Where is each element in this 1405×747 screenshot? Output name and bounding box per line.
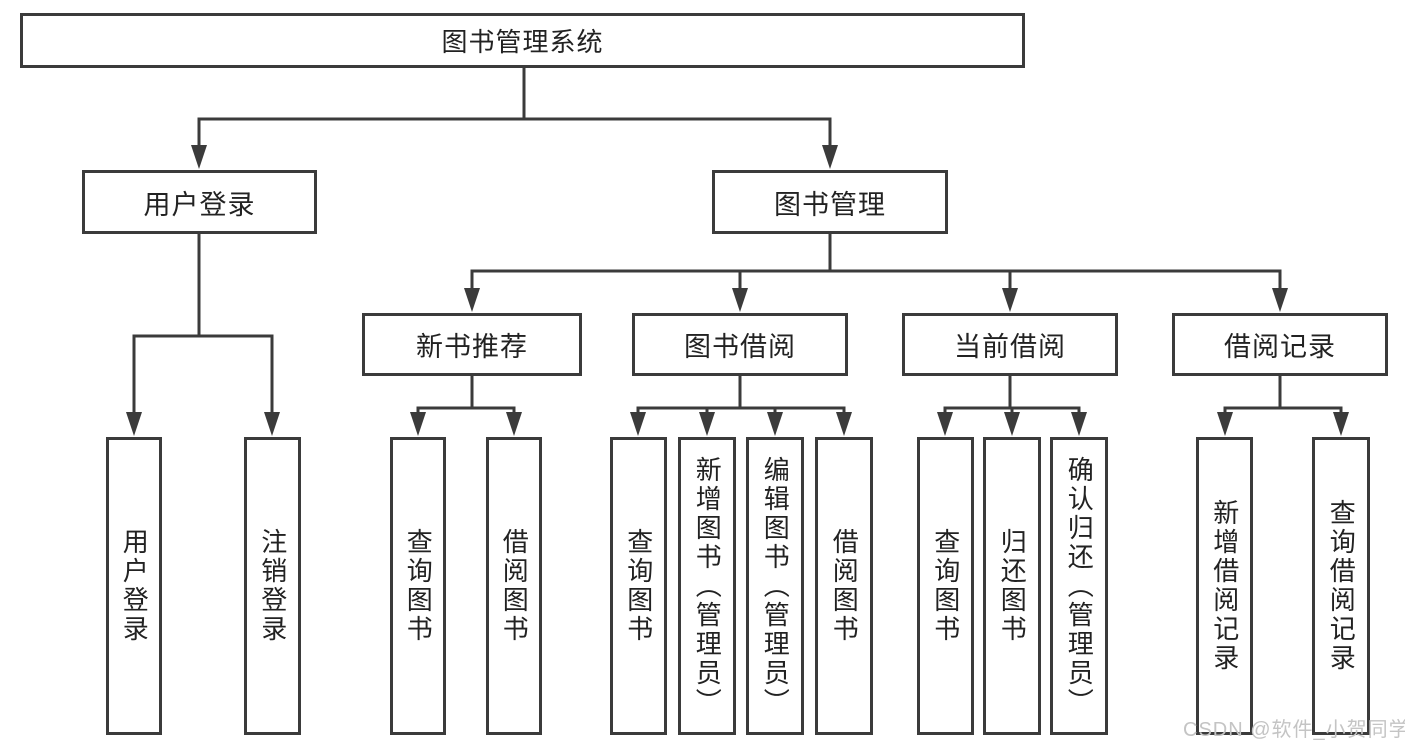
node-label: 编辑图书（管理员） <box>760 455 791 717</box>
node-logout: 注销登录 <box>244 437 301 735</box>
node-label: 归还图书 <box>997 528 1028 644</box>
node-new-book-recommendation: 新书推荐 <box>362 313 582 376</box>
node-label: 借阅记录 <box>1224 332 1336 362</box>
node-edit-book-admin: 编辑图书（管理员） <box>746 437 804 735</box>
node-query-borrow-record: 查询借阅记录 <box>1312 437 1370 735</box>
node-label: 借阅图书 <box>829 528 860 644</box>
node-query-books-current: 查询图书 <box>917 437 974 735</box>
node-label: 查询图书 <box>403 528 434 644</box>
node-label: 确认归还（管理员） <box>1064 455 1095 717</box>
node-user-login-leaf: 用户登录 <box>106 437 162 735</box>
node-current-borrowing: 当前借阅 <box>902 313 1118 376</box>
node-label: 新书推荐 <box>416 332 528 362</box>
watermark: CSDN @软件_小贺同学 <box>1183 719 1405 741</box>
node-add-book-admin: 新增图书（管理员） <box>678 437 736 735</box>
node-label: 当前借阅 <box>954 332 1066 362</box>
node-book-management: 图书管理 <box>712 170 948 234</box>
node-return-book: 归还图书 <box>983 437 1041 735</box>
node-label: 图书借阅 <box>684 332 796 362</box>
node-label: 注销登录 <box>257 528 288 644</box>
node-label: 图书管理系统 <box>441 27 604 57</box>
node-label: 查询借阅记录 <box>1326 499 1357 673</box>
node-user-login: 用户登录 <box>82 170 317 234</box>
node-label: 新增借阅记录 <box>1209 499 1240 673</box>
node-borrow-books-recommend: 借阅图书 <box>486 437 542 735</box>
node-book-borrowing: 图书借阅 <box>632 313 848 376</box>
node-label: 新增图书（管理员） <box>692 455 723 717</box>
node-label: 图书管理 <box>774 189 886 220</box>
arrowheads-path <box>126 145 1349 436</box>
connector-stroke-path <box>132 68 1343 414</box>
node-label: 用户登录 <box>143 189 256 220</box>
node-label: 借阅图书 <box>499 528 530 644</box>
node-borrowing-records: 借阅记录 <box>1172 313 1388 376</box>
node-label: 查询图书 <box>930 528 961 644</box>
node-query-books-recommend: 查询图书 <box>390 437 446 735</box>
node-root: 图书管理系统 <box>20 13 1025 68</box>
node-label: 查询图书 <box>623 528 654 644</box>
node-query-books-borrowing: 查询图书 <box>610 437 667 735</box>
node-borrow-books-borrowing: 借阅图书 <box>815 437 873 735</box>
node-label: 用户登录 <box>119 528 150 644</box>
node-add-borrow-record: 新增借阅记录 <box>1196 437 1253 735</box>
node-confirm-return-admin: 确认归还（管理员） <box>1050 437 1108 735</box>
